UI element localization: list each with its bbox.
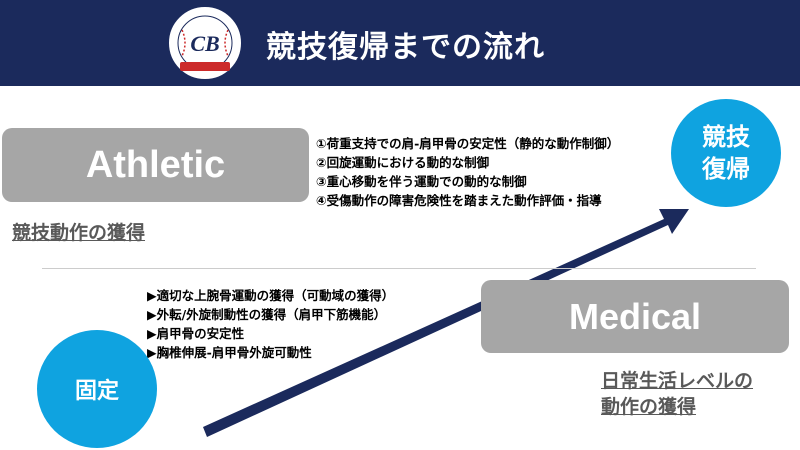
header-bar: CB 競技復帰までの流れ	[0, 0, 800, 86]
list-item: ①荷重支持での肩‐肩甲骨の安定性（静的な動作制御）	[316, 136, 620, 151]
medical-subtitle-line: 日常生活レベルの	[601, 370, 754, 392]
list-item: ▶外転/外旋制動性の獲得（肩甲下筋機能）	[147, 307, 387, 322]
baseball-logo-icon: CB	[167, 5, 243, 81]
medical-subtitle-line: 動作の獲得	[601, 396, 697, 418]
start-circle: 固定	[37, 330, 157, 448]
athletic-items: ①荷重支持での肩‐肩甲骨の安定性（静的な動作制御） ②回旋運動における動的な制御…	[316, 134, 619, 210]
list-item: ▶肩甲骨の安定性	[147, 326, 245, 341]
goal-label-line: 復帰	[702, 155, 750, 183]
athletic-box: Athletic	[2, 128, 309, 202]
list-item: ④受傷動作の障害危険性を踏まえた動作評価・指導	[316, 193, 602, 208]
medical-box: Medical	[481, 280, 789, 353]
list-item: ③重心移動を伴う運動での動的な制御	[316, 174, 527, 189]
list-item: ▶適切な上腕骨運動の獲得（可動域の獲得）	[147, 288, 395, 303]
list-item: ▶胸椎伸展‐肩甲骨外旋可動性	[147, 345, 312, 360]
medical-subtitle: 日常生活レベルの 動作の獲得	[601, 368, 753, 420]
goal-label-line: 競技	[702, 123, 750, 151]
list-item: ②回旋運動における動的な制御	[316, 155, 490, 170]
page-title: 競技復帰までの流れ	[266, 30, 545, 65]
athletic-subtitle: 競技動作の獲得	[12, 222, 146, 244]
section-divider	[42, 268, 756, 269]
goal-circle: 競技 復帰	[671, 99, 781, 207]
medical-items: ▶適切な上腕骨運動の獲得（可動域の獲得） ▶外転/外旋制動性の獲得（肩甲下筋機能…	[147, 286, 394, 362]
svg-text:CB: CB	[190, 31, 219, 56]
